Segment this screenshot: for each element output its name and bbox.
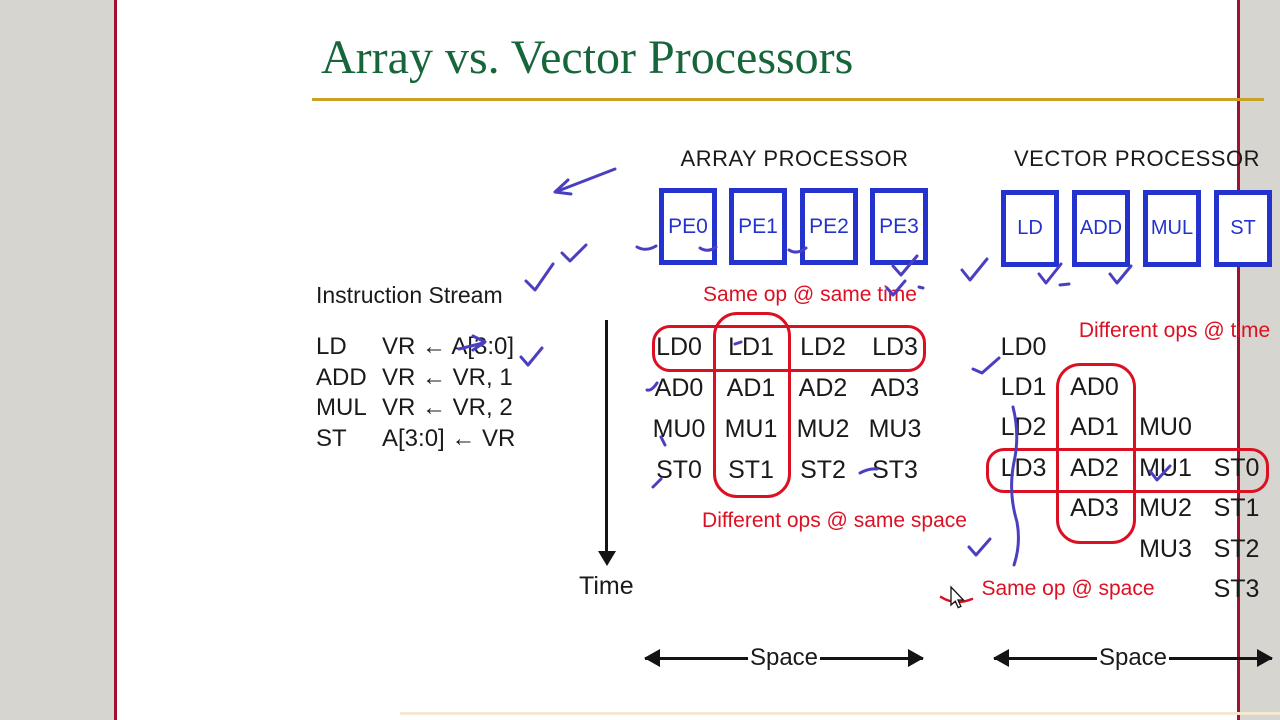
time-axis-arrowhead-icon: [598, 551, 616, 566]
vector-cell: AD0: [1070, 373, 1119, 402]
array-note-top: Same op @ same time: [703, 283, 917, 306]
vector-cell: MU3: [1139, 534, 1192, 563]
vector-cell: [1201, 408, 1272, 448]
array-cell: ST0: [656, 456, 702, 484]
array-cell: LD1: [728, 333, 774, 361]
vector-cell: AD2: [1070, 453, 1119, 482]
vector-cell: MU1: [1139, 453, 1192, 482]
instruction-row: ADD VR ← VR, 1: [316, 363, 515, 394]
arrow-left-icon: [993, 649, 1009, 667]
arrow-right-icon: [1257, 649, 1273, 667]
instruction-operands: VR ← VR, 1: [382, 363, 513, 391]
pe1-label: PE1: [738, 214, 778, 238]
vector-note-bottom: Same op @ space: [981, 577, 1155, 600]
vector-cell: [988, 489, 1059, 529]
pe-box-2: PE2: [800, 188, 858, 265]
array-cell: ST2: [800, 456, 846, 484]
array-cell: AD2: [798, 374, 848, 402]
arrow-right-icon: [908, 649, 924, 667]
instruction-operands: VR ← VR, 2: [382, 394, 513, 421]
array-op-grid: LD0 LD1 LD2 LD3 AD0 AD1 AD2 AD3 MU0 MU1 …: [643, 327, 931, 491]
vector-cell: [988, 529, 1059, 569]
instruction-op: MUL: [316, 394, 367, 421]
time-axis-label: Time: [579, 572, 634, 600]
instruction-row: MUL VR ← VR, 2: [316, 393, 515, 424]
add-label: ADD: [1079, 217, 1123, 239]
array-processor-header: ARRAY PROCESSOR: [680, 146, 909, 171]
array-cell: MU2: [796, 415, 850, 443]
vector-cell: LD1: [1000, 373, 1047, 402]
array-cell: LD2: [800, 333, 846, 361]
array-cell: AD0: [654, 374, 704, 402]
vector-diff-ops-highlight: [1056, 363, 1136, 544]
vector-cell: LD2: [1000, 413, 1047, 442]
pe3-label: PE3: [879, 214, 919, 238]
footer-rule: [400, 712, 1280, 715]
instruction-op: ADD: [316, 363, 367, 391]
vector-processor-header: VECTOR PROCESSOR: [1014, 146, 1260, 171]
instruction-stream-list: LD VR ← A[3:0] ADD VR ← VR, 1 MUL VR ← V…: [316, 332, 515, 454]
vector-cell: ST3: [1213, 575, 1260, 604]
array-space-label: Space: [747, 644, 821, 672]
array-cell: MU0: [652, 415, 706, 443]
array-cell: LD3: [872, 333, 918, 361]
vector-cell: ST2: [1213, 534, 1260, 563]
array-cell: MU1: [724, 415, 778, 443]
pe-box-3: PE3: [870, 188, 928, 265]
vector-cell: MU2: [1139, 494, 1192, 523]
pe2-label: PE2: [809, 214, 849, 238]
vector-cell: LD3: [1000, 453, 1047, 482]
array-cell: MU3: [868, 415, 922, 443]
array-cell: AD3: [870, 374, 920, 402]
slide: Array vs. Vector Processors ARRAY PROCES…: [114, 0, 1280, 720]
pe-box-1: PE1: [729, 188, 787, 265]
array-same-space-highlight: [713, 312, 791, 498]
array-cell: AD1: [726, 374, 776, 402]
vector-cell: AD1: [1070, 413, 1119, 442]
pe0-label: PE0: [668, 214, 708, 238]
st-label: ST: [1230, 217, 1256, 239]
vector-unit-st: ST: [1214, 190, 1272, 267]
vector-unit-mul: MUL: [1143, 190, 1201, 267]
instruction-op: LD: [316, 333, 347, 360]
vector-unit-ld: LD: [1001, 190, 1059, 267]
array-cell: LD0: [656, 333, 702, 361]
vector-space-axis: Space: [993, 641, 1273, 675]
mul-label: MUL: [1150, 217, 1194, 239]
vector-cell: [1130, 367, 1201, 407]
instruction-op: ST: [316, 424, 347, 452]
array-note-bottom: Different ops @ same space: [702, 509, 967, 532]
array-cell: ST1: [728, 456, 774, 484]
vector-cell: [1059, 529, 1130, 569]
arrow-left-icon: [644, 649, 660, 667]
array-cell: ST3: [872, 456, 918, 484]
pe-box-0: PE0: [659, 188, 717, 265]
vector-cell: ST0: [1213, 453, 1260, 482]
vector-cell: ST1: [1213, 494, 1260, 523]
slide-title: Array vs. Vector Processors: [321, 31, 854, 84]
vector-cell: MU0: [1139, 413, 1192, 442]
array-space-axis: Space: [644, 641, 924, 675]
vector-cell: [1201, 367, 1272, 407]
instruction-operands: A[3:0] ← VR: [382, 424, 516, 452]
title-underline: [312, 98, 1264, 101]
vector-cell: LD0: [1000, 332, 1047, 361]
time-axis-line: [605, 320, 608, 553]
instruction-row: LD VR ← A[3:0]: [316, 332, 515, 363]
vector-cell: AD3: [1070, 494, 1119, 523]
instruction-stream-title: Instruction Stream: [316, 282, 503, 308]
vector-space-label: Space: [1096, 644, 1170, 672]
ld-label: LD: [1017, 217, 1043, 239]
instruction-operands: VR ← A[3:0]: [382, 333, 515, 360]
vector-op-grid: LD0 LD1 AD0 LD2 AD1 MU0 LD3 AD2 MU1 ST0 …: [988, 327, 1272, 610]
vector-note-top: Different ops @ time: [1078, 319, 1271, 342]
vector-same-op-highlight: [986, 448, 1269, 493]
vector-unit-add: ADD: [1072, 190, 1130, 267]
instruction-row: ST A[3:0] ← VR: [316, 424, 515, 455]
